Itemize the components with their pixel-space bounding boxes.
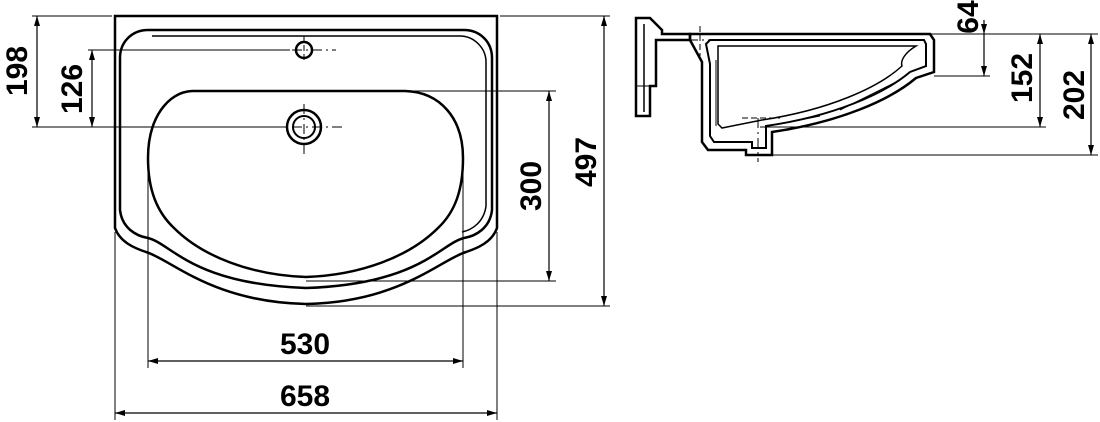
- dim-label-497: 497: [570, 137, 603, 187]
- dim-label-202: 202: [1058, 70, 1091, 120]
- centerlines-side: [668, 26, 780, 162]
- dimension-arrows-top: [34, 16, 607, 416]
- extension-lines-top: [32, 15, 610, 420]
- basin-rim-inner-line: [152, 35, 487, 233]
- bowl-outline: [146, 89, 465, 279]
- side-basin-outer-profile: [688, 32, 936, 157]
- dim-label-198: 198: [1, 46, 34, 96]
- basin-rim-outline: [118, 28, 494, 290]
- top-view: 198 126 300 497 530 658: [1, 14, 610, 420]
- dimension-lines-top: [36, 16, 605, 414]
- dim-label-530: 530: [280, 328, 330, 361]
- side-basin-inner-profile: [704, 39, 927, 149]
- dim-label-300: 300: [515, 161, 548, 211]
- dim-label-126: 126: [56, 64, 89, 114]
- basin-outer-outline: [113, 14, 499, 306]
- side-bowl-hatching: [715, 60, 901, 126]
- dim-label-658: 658: [280, 380, 330, 413]
- dimension-arrows-side: [981, 24, 1094, 155]
- centerlines-top: [272, 36, 346, 155]
- side-view: 64 152 202: [634, 0, 1098, 162]
- dim-label-64: 64: [952, 0, 985, 34]
- extension-lines-side: [760, 33, 1098, 156]
- dim-label-152: 152: [1006, 53, 1039, 103]
